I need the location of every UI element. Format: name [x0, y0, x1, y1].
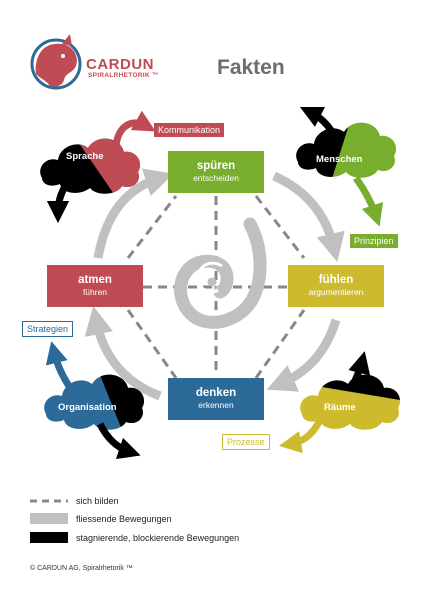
- box-fuehlen-subtitle: argumentieren: [308, 287, 364, 297]
- box-denken-title: denken: [195, 387, 237, 399]
- tag-prinzipien: Prinzipien: [350, 234, 398, 248]
- box-spueren-subtitle: entscheiden: [193, 173, 239, 183]
- cardun-logo-icon: [30, 34, 82, 90]
- logo-subtext: SPIRALRHETORIK ™: [88, 72, 159, 79]
- box-atmen: atmen führen: [47, 265, 143, 307]
- copyright-text: © CARDUN AG, Spiralrhetorik ™: [30, 565, 133, 572]
- cloud-label-menschen: Menschen: [316, 154, 363, 165]
- box-denken: denken erkennen: [168, 378, 264, 420]
- box-spueren-title: spüren: [196, 160, 236, 172]
- cloud-label-sprache: Sprache: [66, 151, 104, 162]
- tag-prozesse: Prozesse: [222, 434, 270, 450]
- spiral-icon: [174, 217, 267, 329]
- box-atmen-subtitle: führen: [82, 287, 108, 297]
- page-title: Fakten: [217, 56, 285, 79]
- box-fuehlen: fühlen argumentieren: [288, 265, 384, 307]
- cloud-label-organisation: Organisation: [58, 402, 117, 413]
- tag-strategien: Strategien: [22, 321, 74, 337]
- tag-kommunikation: Kommunikation: [154, 123, 225, 137]
- legend-dashed-label: sich bilden: [76, 496, 119, 506]
- legend-flowing-label: fliessende Bewegungen: [76, 514, 172, 524]
- box-spueren: spüren entscheiden: [168, 151, 264, 193]
- box-fuehlen-title: fühlen: [318, 274, 354, 286]
- legend-swatches: [30, 499, 68, 543]
- box-atmen-title: atmen: [78, 274, 112, 286]
- flowing-arrows: [84, 168, 345, 401]
- legend-blocking-label: stagnierende, blockierende Bewegungen: [76, 533, 240, 543]
- cloud-label-raeume: Räume: [324, 402, 356, 413]
- logo-text: CARDUN: [86, 56, 154, 73]
- box-denken-subtitle: erkennen: [198, 400, 234, 410]
